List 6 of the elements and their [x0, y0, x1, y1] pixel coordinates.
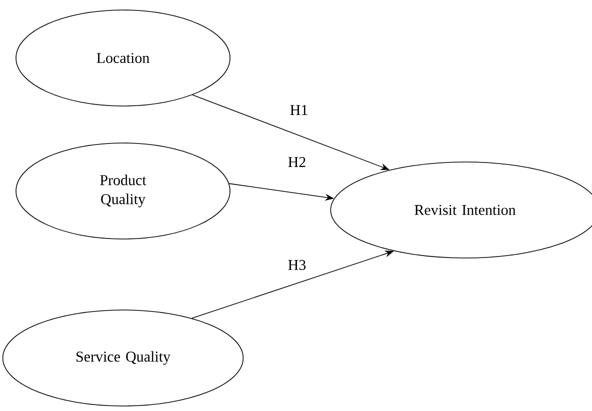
ellipse-node: Service Quality — [2, 310, 244, 406]
ellipse-node: Product Quality — [16, 142, 230, 240]
edge-label: H2 — [286, 156, 308, 168]
ellipse-node: Location — [16, 10, 230, 106]
edge-label: H3 — [286, 258, 308, 272]
edge-label: H1 — [288, 104, 310, 116]
